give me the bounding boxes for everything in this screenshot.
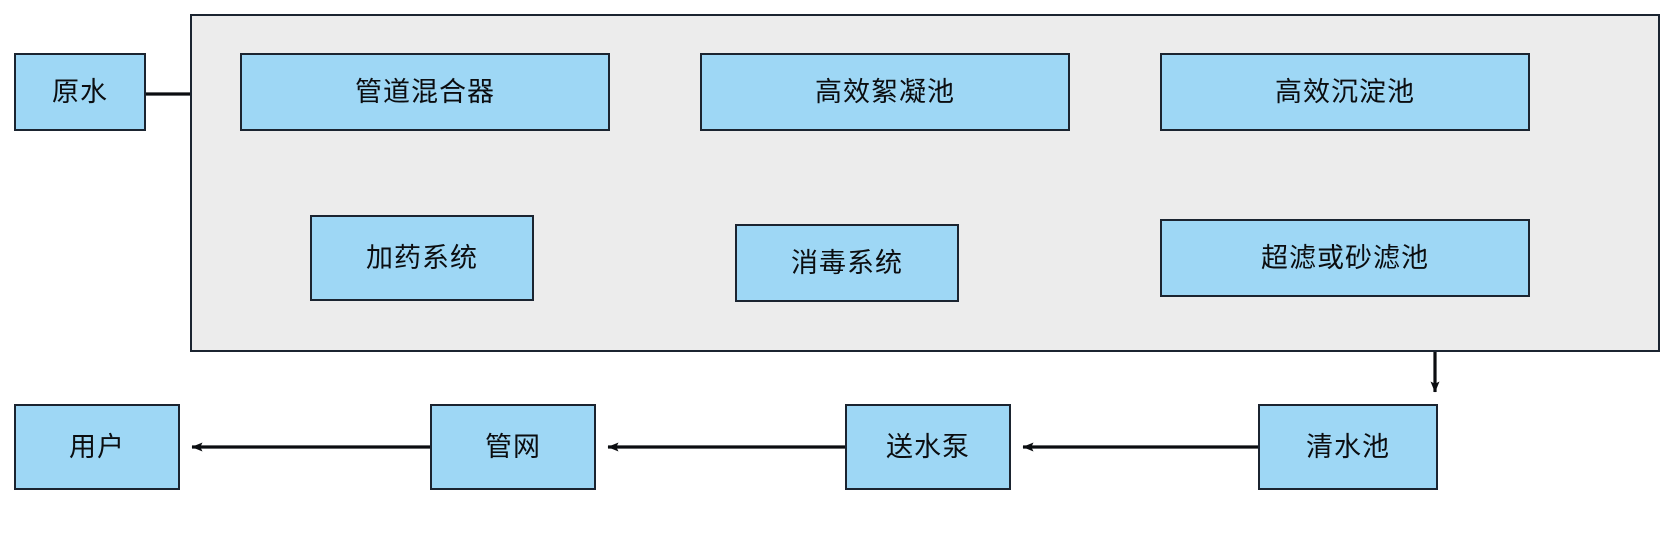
node-raw-water[interactable]: 原水 (14, 53, 146, 131)
node-dosing-system[interactable]: 加药系统 (310, 215, 534, 301)
node-label-pipe-network: 管网 (485, 431, 541, 463)
node-label-clear-well: 清水池 (1306, 431, 1390, 463)
node-label-dosing-system: 加药系统 (366, 242, 478, 274)
node-label-sedimentation: 高效沉淀池 (1275, 76, 1415, 108)
node-clear-well[interactable]: 清水池 (1258, 404, 1438, 490)
node-label-pipe-mixer: 管道混合器 (355, 76, 495, 108)
node-label-filtration: 超滤或砂滤池 (1261, 242, 1429, 274)
node-label-booster-pump: 送水泵 (886, 431, 970, 463)
node-flocculation[interactable]: 高效絮凝池 (700, 53, 1070, 131)
node-end-user[interactable]: 用户 (14, 404, 180, 490)
node-booster-pump[interactable]: 送水泵 (845, 404, 1011, 490)
node-filtration[interactable]: 超滤或砂滤池 (1160, 219, 1530, 297)
node-label-flocculation: 高效絮凝池 (815, 76, 955, 108)
node-label-disinfection: 消毒系统 (791, 247, 903, 279)
node-label-end-user: 用户 (69, 431, 125, 463)
node-pipe-network[interactable]: 管网 (430, 404, 596, 490)
node-pipe-mixer[interactable]: 管道混合器 (240, 53, 610, 131)
node-sedimentation[interactable]: 高效沉淀池 (1160, 53, 1530, 131)
node-label-raw-water: 原水 (52, 76, 108, 108)
node-disinfection[interactable]: 消毒系统 (735, 224, 959, 302)
